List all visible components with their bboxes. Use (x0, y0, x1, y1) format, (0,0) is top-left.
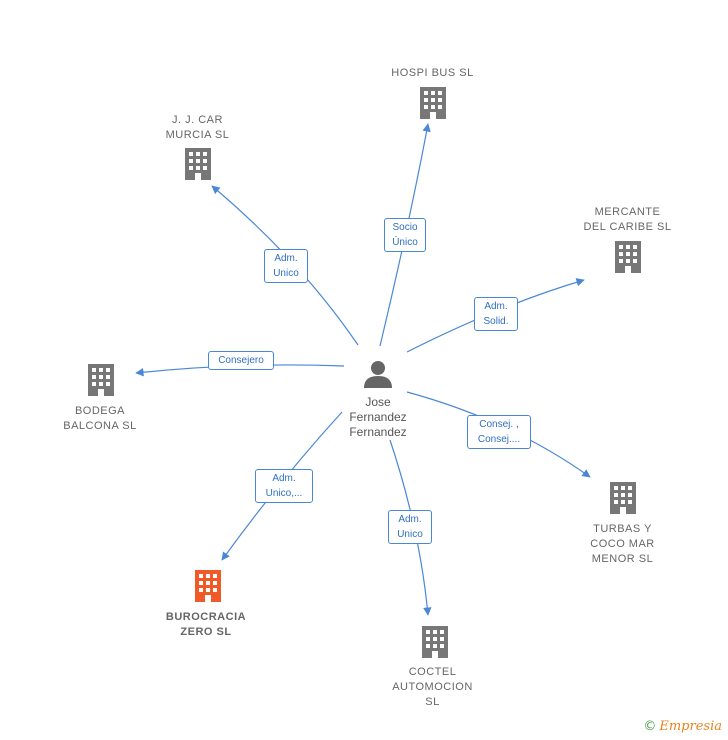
building-icon-burocracia[interactable] (195, 570, 221, 602)
edge-label-burocracia[interactable]: Adm. Unico,... (255, 469, 313, 503)
building-icon-coctel[interactable] (422, 626, 448, 658)
edge-label-jj-car[interactable]: Adm. Unico (264, 249, 308, 283)
person-icon[interactable] (364, 361, 392, 388)
icons-layer (88, 87, 641, 658)
edge-label-bodega[interactable]: Consejero (208, 351, 274, 370)
company-name-jj-car[interactable]: J. J. CAR MURCIA SL (165, 114, 230, 141)
building-icon-mercante[interactable] (615, 241, 641, 273)
copyright-symbol: © (643, 719, 657, 734)
edge-label-hospi-bus[interactable]: Socio Único (384, 218, 426, 252)
edge-label-turbas[interactable]: Consej. , Consej.... (467, 415, 531, 449)
building-icon-bodega[interactable] (88, 364, 114, 396)
company-name-bodega[interactable]: BODEGA BALCONA SL (63, 405, 137, 432)
building-icon-jj-car[interactable] (185, 148, 211, 180)
edge-label-coctel[interactable]: Adm. Unico (388, 510, 432, 544)
watermark: ©Empresia (643, 719, 722, 734)
edge-label-mercante[interactable]: Adm. Solid. (474, 297, 518, 331)
edges-layer (135, 123, 591, 616)
company-name-burocracia[interactable]: BUROCRACIA ZERO SL (165, 611, 247, 638)
center-person-name[interactable]: Jose Fernandez Fernandez (349, 395, 407, 439)
company-name-turbas[interactable]: TURBAS Y COCO MAR MENOR SL (590, 523, 655, 565)
brand-logo: Empresia (659, 719, 722, 734)
building-icon-turbas[interactable] (610, 482, 636, 514)
company-name-mercante[interactable]: MERCANTE DEL CARIBE SL (583, 206, 672, 233)
company-name-coctel[interactable]: COCTEL AUTOMOCION SL (392, 666, 473, 708)
company-name-hospi-bus[interactable]: HOSPI BUS SL (391, 67, 474, 79)
building-icon-hospi-bus[interactable] (420, 87, 446, 119)
